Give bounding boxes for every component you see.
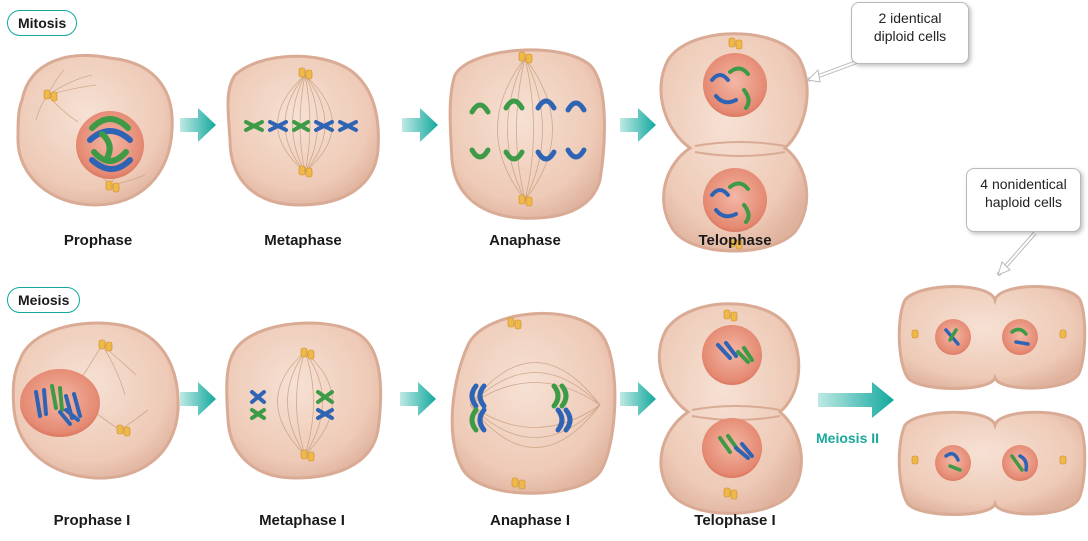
meiosis-tag: Meiosis (7, 287, 80, 313)
cell-prophase-i (13, 323, 178, 478)
haploid-cells-top-pair (899, 287, 1085, 389)
stage-label-telophase-i: Telophase I (694, 512, 775, 529)
arrow-icon (180, 382, 216, 416)
cell-metaphase-i (227, 323, 381, 478)
arrow-icon (180, 108, 216, 142)
arrow-icon (402, 108, 438, 142)
stage-label-metaphase-i: Metaphase I (259, 512, 345, 529)
cell-anaphase-i (452, 313, 615, 493)
callout-mitosis-result: 2 identical diploid cells (851, 2, 969, 64)
cell-telophase (661, 34, 807, 251)
meiosis-ii-label: Meiosis II (816, 430, 879, 446)
arrow-icon (620, 108, 656, 142)
cell-telophase-i (659, 304, 801, 514)
cell-anaphase (450, 50, 604, 218)
arrow-icon (400, 382, 436, 416)
stage-label-prophase-i: Prophase I (54, 512, 131, 529)
stage-label-telophase: Telophase (698, 232, 771, 249)
callout-mitosis-line-2: diploid cells (860, 27, 960, 45)
cell-prophase (18, 55, 172, 205)
stage-label-anaphase-i: Anaphase I (490, 512, 570, 529)
arrow-icon (620, 382, 656, 416)
stage-label-metaphase: Metaphase (264, 232, 342, 249)
mitosis-tag: Mitosis (7, 10, 77, 36)
callout-pointer-meiosis (998, 233, 1035, 275)
callout-meiosis-result: 4 nonidentical haploid cells (966, 168, 1081, 232)
callout-pointer-mitosis (808, 60, 862, 82)
callout-meiosis-line-1: 4 nonidentical (975, 175, 1072, 193)
haploid-cells-bottom-pair (899, 412, 1085, 514)
stage-label-anaphase: Anaphase (489, 232, 561, 249)
cell-metaphase (228, 56, 378, 205)
stage-label-prophase: Prophase (64, 232, 132, 249)
long-arrow-icon (818, 382, 894, 418)
callout-meiosis-line-2: haploid cells (975, 193, 1072, 211)
callout-mitosis-line-1: 2 identical (860, 9, 960, 27)
